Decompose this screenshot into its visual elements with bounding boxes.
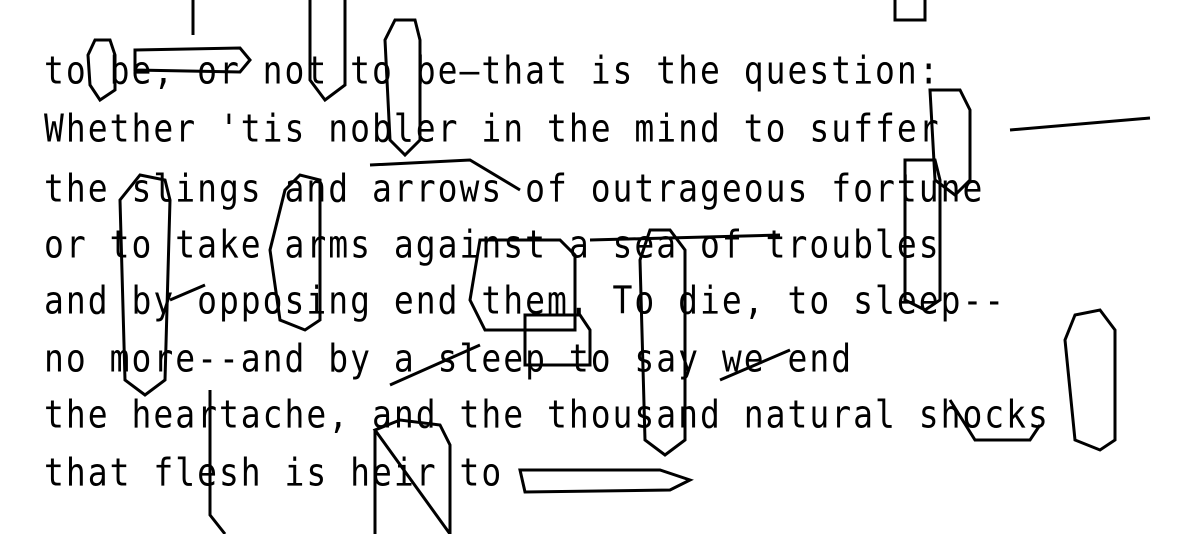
glitch-stroke: [118, 173, 172, 397]
glitch-stroke: [1063, 308, 1117, 452]
glitch-stroke: [268, 173, 322, 332]
glitch-stroke: [468, 238, 577, 332]
glitch-stroke: [308, 0, 347, 103]
glitch-stroke: [518, 468, 694, 494]
poem-line-6: no more--and by a sleep to say we end: [44, 336, 854, 381]
glitch-stroke: [903, 158, 942, 312]
glitch-stroke: [383, 18, 422, 158]
glitch-stroke: [893, 0, 927, 22]
poem-line-7: the heartache, and the thousand natural …: [44, 392, 1050, 437]
glitch-stroke: [208, 390, 227, 534]
glitch-stroke: [389, 343, 481, 387]
glitch-stroke: [1009, 116, 1151, 132]
glitch-stroke: [86, 38, 117, 103]
poem-line-8: that flesh is heir to: [44, 450, 504, 495]
glitch-stroke: [372, 418, 452, 534]
glitch-stroke: [523, 313, 592, 367]
glitch-stroke: [719, 348, 791, 382]
poem-line-1: to be, or not to be—that is the question…: [44, 48, 941, 93]
glitch-stroke: [133, 46, 252, 74]
glitch-stroke: [948, 399, 1042, 442]
poem-line-3: the slings and arrows of outrageous fort…: [44, 166, 985, 211]
glitch-stroke: [589, 233, 781, 242]
glitch-stroke: [638, 228, 687, 457]
glitch-stroke: [928, 88, 972, 197]
glitch-stroke: [169, 283, 206, 302]
glitch-stroke: [369, 158, 521, 192]
poem-line-2: Whether 'tis nobler in the mind to suffe…: [44, 106, 941, 151]
poem-line-4: or to take arms against a sea of trouble…: [44, 222, 941, 267]
